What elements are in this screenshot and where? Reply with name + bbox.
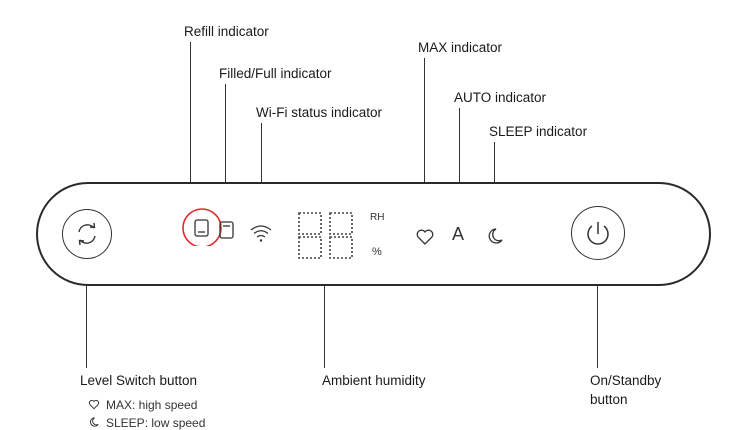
moon-icon <box>488 228 503 244</box>
heart-icon <box>88 399 100 410</box>
max-speed-legend-text: MAX: high speed <box>106 398 198 412</box>
percent-unit-label: % <box>372 246 382 258</box>
filled-full-leader <box>225 84 226 214</box>
on-standby-button-label-line1: On/Standby <box>590 373 662 388</box>
wifi-icon <box>250 225 272 242</box>
level-switch-leader <box>86 258 87 368</box>
filled-full-indicator-label: Filled/Full indicator <box>219 66 332 81</box>
tank-full-icon <box>219 221 234 239</box>
level-switch-button-label: Level Switch button <box>80 373 198 388</box>
humidity-digits-display <box>298 212 353 259</box>
auto-leader <box>459 108 460 220</box>
level-switch-button[interactable] <box>62 209 112 259</box>
on-standby-leader <box>597 262 598 368</box>
refill-indicator-label: Refill indicator <box>184 24 269 39</box>
on-standby-button-label-line2: button <box>590 392 628 407</box>
refill-leader <box>190 42 191 208</box>
max-indicator-label: MAX indicator <box>418 40 503 55</box>
auto-indicator-label: AUTO indicator <box>454 90 547 105</box>
wifi-leader <box>261 123 262 217</box>
wifi-indicator-label: Wi-Fi status indicator <box>256 105 383 120</box>
sleep-leader <box>494 142 495 220</box>
max-speed-legend: MAX: high speed <box>88 398 197 412</box>
refill-indicator-icon <box>182 208 222 246</box>
sleep-speed-legend-text: SLEEP: low speed <box>106 416 206 430</box>
control-panel: RH % A <box>36 182 711 286</box>
auto-indicator-letter: A <box>452 224 465 244</box>
sleep-indicator-label: SLEEP indicator <box>489 124 588 139</box>
rh-unit-label: RH <box>370 212 385 223</box>
power-icon <box>587 222 609 245</box>
power-button[interactable] <box>571 206 625 260</box>
ambient-leader <box>324 264 325 368</box>
sleep-speed-legend: SLEEP: low speed <box>88 416 205 430</box>
cycle-arrows-icon <box>78 222 96 246</box>
ambient-humidity-label: Ambient humidity <box>322 373 426 388</box>
max-leader <box>424 58 425 220</box>
heart-icon <box>416 229 434 245</box>
moon-icon <box>90 417 99 427</box>
refill-highlight-circle <box>182 208 222 246</box>
